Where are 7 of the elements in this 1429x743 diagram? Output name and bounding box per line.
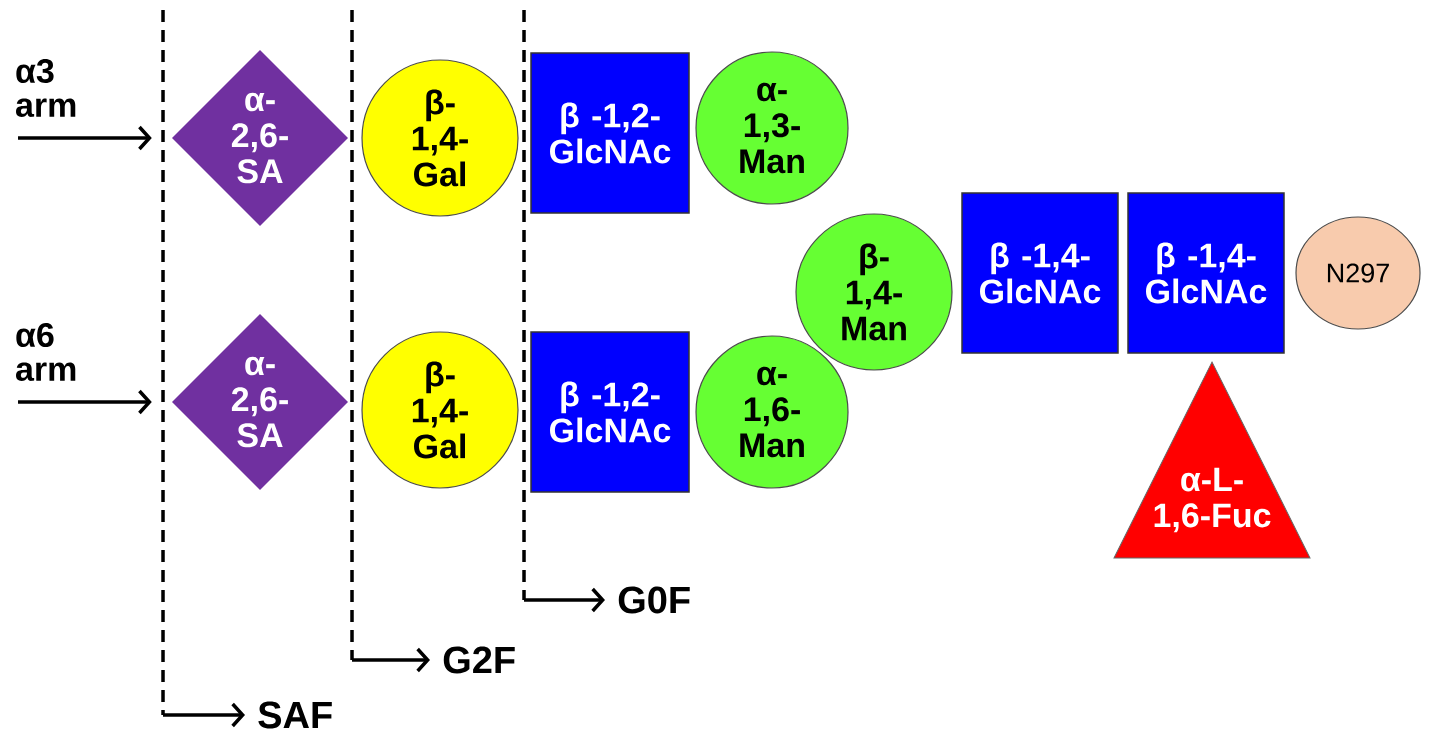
glycoform-label: SAF bbox=[258, 701, 332, 729]
glycoform-label: G0F bbox=[618, 586, 690, 614]
arm-label: α6 arm bbox=[16, 322, 76, 382]
glycoform-label: G2F bbox=[443, 646, 515, 674]
arrow bbox=[18, 389, 152, 415]
arrow bbox=[18, 125, 152, 151]
arm-label: α3 arm bbox=[16, 58, 76, 118]
